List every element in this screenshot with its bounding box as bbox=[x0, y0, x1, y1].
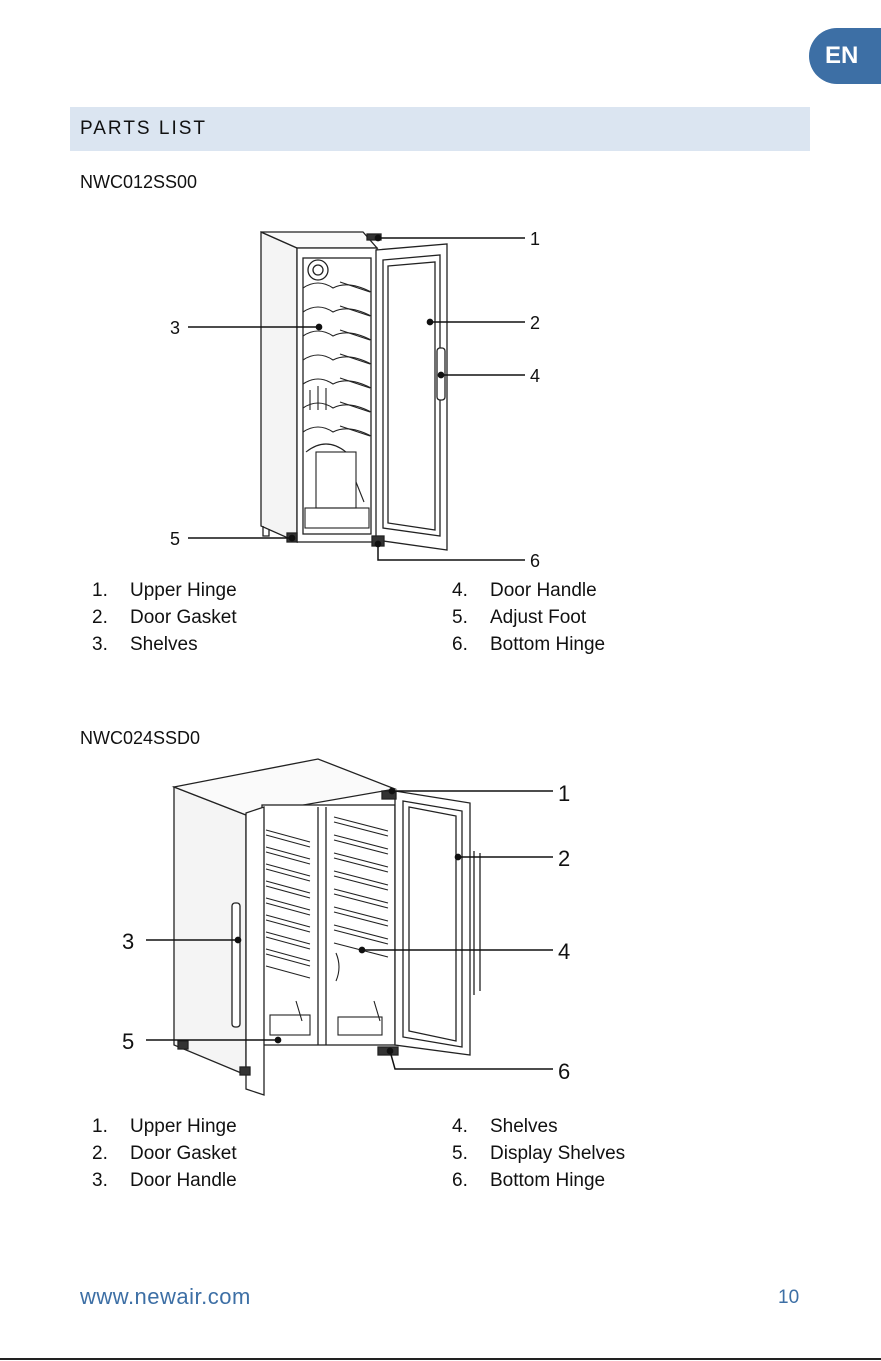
list-item: 6.Bottom Hinge bbox=[452, 632, 605, 658]
list-item: 1.Upper Hinge bbox=[92, 578, 237, 604]
list-item: 4.Door Handle bbox=[452, 578, 597, 604]
list-item: 5.Display Shelves bbox=[452, 1141, 625, 1167]
callout-6: 6 bbox=[558, 1059, 570, 1084]
model-2-title: NWC024SSD0 bbox=[80, 728, 200, 749]
callout-2: 2 bbox=[558, 846, 570, 871]
callout-4: 4 bbox=[558, 939, 570, 964]
list-item: 2.Door Gasket bbox=[92, 1141, 237, 1167]
list-item: 5.Adjust Foot bbox=[452, 605, 586, 631]
model-1-title: NWC012SS00 bbox=[80, 172, 197, 193]
model-1-diagram: 1 2 3 4 5 6 bbox=[0, 220, 881, 570]
section-title: PARTS LIST bbox=[80, 118, 207, 139]
callout-1: 1 bbox=[558, 781, 570, 806]
model-2-diagram: 1 2 3 4 5 6 bbox=[0, 755, 881, 1100]
callout-4: 4 bbox=[530, 366, 540, 386]
page-number: 10 bbox=[778, 1287, 799, 1309]
section-header: PARTS LIST bbox=[70, 107, 810, 151]
callout-5: 5 bbox=[122, 1029, 134, 1054]
callout-6: 6 bbox=[530, 551, 540, 570]
list-item: 1.Upper Hinge bbox=[92, 1114, 237, 1140]
callout-2: 2 bbox=[530, 313, 540, 333]
bottom-divider bbox=[0, 1358, 881, 1360]
list-item: 2.Door Gasket bbox=[92, 605, 237, 631]
footer-website-link[interactable]: www.newair.com bbox=[80, 1284, 251, 1310]
list-item: 4.Shelves bbox=[452, 1114, 558, 1140]
language-tab[interactable]: EN bbox=[809, 28, 881, 84]
list-item: 6.Bottom Hinge bbox=[452, 1168, 605, 1194]
callout-1: 1 bbox=[530, 229, 540, 249]
callout-3: 3 bbox=[170, 318, 180, 338]
callout-5: 5 bbox=[170, 529, 180, 549]
list-item: 3.Shelves bbox=[92, 632, 198, 658]
list-item: 3.Door Handle bbox=[92, 1168, 237, 1194]
callout-3: 3 bbox=[122, 929, 134, 954]
